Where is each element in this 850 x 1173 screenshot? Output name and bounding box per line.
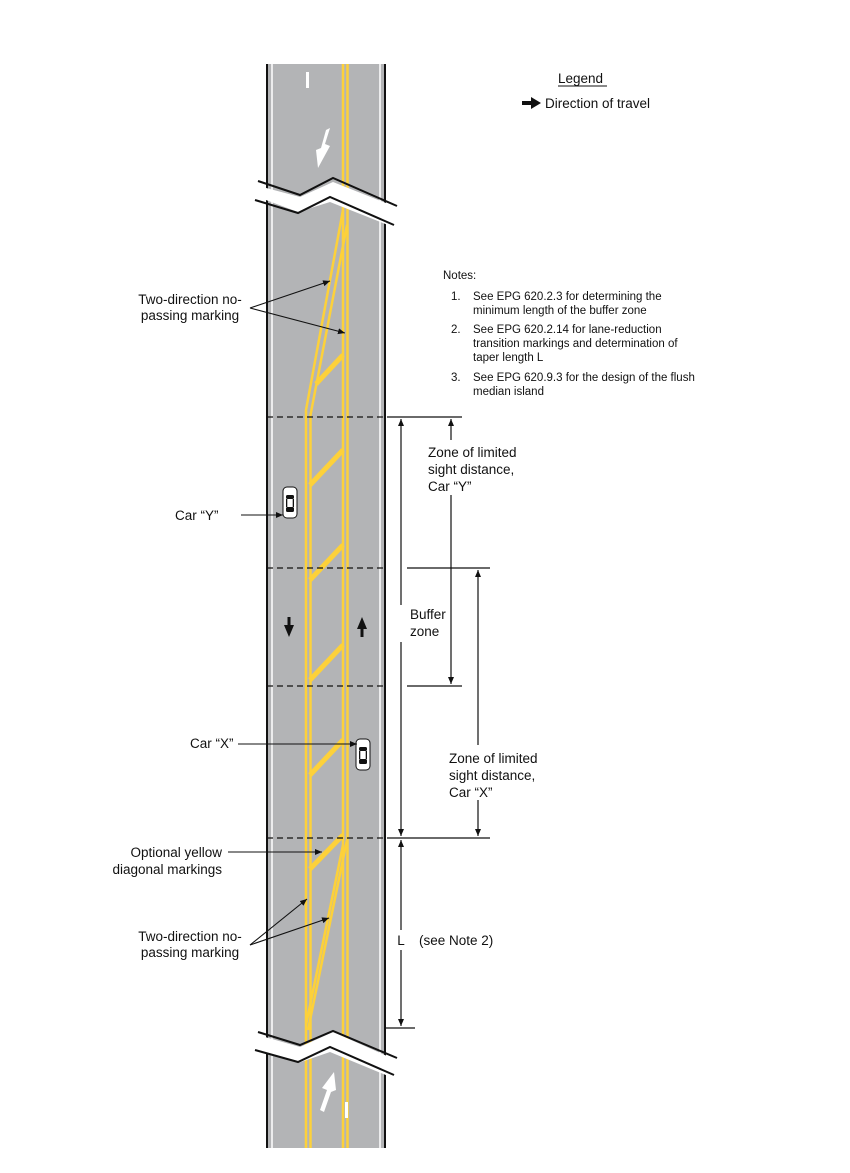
notes-title: Notes:: [443, 270, 476, 282]
left-yellow-line-b: [309, 224, 349, 1148]
svg-text:3.: 3.: [451, 372, 461, 384]
dimension-lines: [398, 419, 481, 1026]
two-direction-bottom-label-1: Two-direction no-: [138, 929, 242, 944]
yellow-centerline-markings: [304, 64, 349, 1148]
legend-title: Legend: [558, 71, 603, 86]
buffer-label-2: zone: [410, 624, 439, 639]
taper-length-label: L: [397, 933, 405, 948]
bottom-taper-line-b: [304, 844, 345, 1026]
two-direction-bottom-label-2: passing marking: [141, 945, 239, 960]
zone-x-label-3: Car “X”: [449, 785, 493, 800]
pavement-arrow-up-right-icon: [320, 1072, 336, 1112]
zone-x-label-1: Zone of limited: [449, 751, 538, 766]
car-x-icon: [355, 738, 371, 771]
lane-mark: [306, 72, 309, 88]
svg-text:median island: median island: [473, 386, 544, 398]
buffer-label-1: Buffer: [410, 607, 446, 622]
road: [266, 64, 386, 1148]
optional-label-2: diagonal markings: [112, 862, 222, 877]
car-y-icon: [282, 486, 298, 519]
leader-lines: [228, 280, 357, 946]
svg-text:See EPG 620.9.3 for the design: See EPG 620.9.3 for the design of the fl…: [473, 372, 695, 384]
bottom-taper-line-a: [306, 839, 349, 1031]
arrow-up-icon: [357, 617, 367, 637]
top-break-line: [254, 176, 398, 227]
note-3: 3. See EPG 620.9.3 for the design of the…: [451, 372, 695, 398]
arrow-down-icon: [284, 617, 294, 637]
note-1: 1. See EPG 620.2.3 for determining the m…: [451, 291, 662, 317]
bottom-break-line: [254, 1029, 398, 1078]
svg-text:2.: 2.: [451, 324, 461, 336]
optional-label-1: Optional yellow: [130, 845, 222, 860]
car-y-label: Car “Y”: [175, 508, 219, 523]
zone-y-label-3: Car “Y”: [428, 479, 472, 494]
svg-text:taper length L: taper length L: [473, 352, 544, 364]
svg-text:See EPG 620.2.3 for determinin: See EPG 620.2.3 for determining the: [473, 291, 662, 303]
note-2: 2. See EPG 620.2.14 for lane-reduction t…: [451, 324, 678, 364]
svg-text:1.: 1.: [451, 291, 461, 303]
zone-x-label-2: sight distance,: [449, 768, 535, 783]
arrow-right-icon: [522, 97, 541, 109]
taper-note-label: (see Note 2): [419, 933, 493, 948]
svg-text:See EPG 620.2.14 for lane-redu: See EPG 620.2.14 for lane-reduction: [473, 324, 662, 336]
svg-text:transition markings and determ: transition markings and determination of: [473, 338, 678, 350]
legend-direction-label: Direction of travel: [545, 96, 650, 111]
extension-lines: [386, 416, 490, 1029]
two-direction-top-label-2: passing marking: [141, 308, 239, 323]
svg-text:minimum length of the buffer z: minimum length of the buffer zone: [473, 305, 647, 317]
pavement-arrow-down-left-icon: [316, 128, 330, 168]
zone-y-label-1: Zone of limited: [428, 445, 517, 460]
lane-mark: [345, 1102, 348, 1118]
zone-y-label-2: sight distance,: [428, 462, 514, 477]
car-x-label: Car “X”: [190, 736, 234, 751]
diagonal-markings: [308, 353, 345, 871]
two-direction-top-label-1: Two-direction no-: [138, 292, 242, 307]
